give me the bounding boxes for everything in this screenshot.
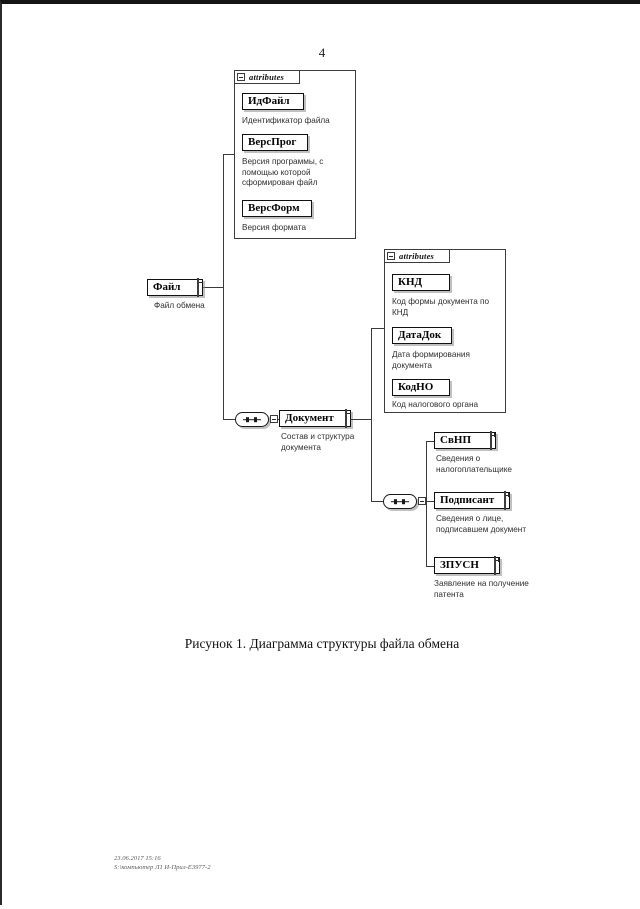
connector-root-out <box>202 287 224 288</box>
figure-caption: Рисунок 1. Диаграмма структуры файла обм… <box>184 636 460 651</box>
element-expander[interactable] <box>191 277 199 297</box>
minus-box-icon[interactable] <box>197 277 199 297</box>
connector-document-to-attributes <box>371 328 384 329</box>
element-node-podpisant[interactable]: Подписант <box>434 490 510 510</box>
connector-document-out <box>350 419 372 420</box>
footer-path: S:\компьютер Л1 И-Прил-Е3977-2 <box>114 864 211 871</box>
element-node-svnp[interactable]: СвНП <box>434 430 496 450</box>
sequence-port-root[interactable] <box>270 415 278 423</box>
attributes-tab-label: attributes <box>249 72 285 82</box>
minus-box-icon[interactable] <box>345 408 347 428</box>
attribute-caption-versform: Версия формата <box>242 223 307 232</box>
page-number: 4 <box>318 45 326 60</box>
element-name: Файл <box>153 281 181 293</box>
sequence-compositor-icon <box>391 499 409 504</box>
plus-box-icon[interactable] <box>494 555 496 575</box>
attribute-name: ВерсПрог <box>248 136 297 148</box>
attribute-node-datadok[interactable]: ДатаДок <box>392 327 452 344</box>
plus-box-icon[interactable] <box>504 490 506 510</box>
xsd-structure-diagram: attributes ИдФайл Идентификатор файла Ве… <box>2 4 640 909</box>
element-expander[interactable] <box>498 490 506 510</box>
connector-children-spine <box>426 441 427 566</box>
attribute-node-idfail[interactable]: ИдФайл <box>242 93 304 110</box>
element-caption-podpisant: Сведения о лице, подписавшем документ <box>436 514 527 534</box>
sequence-compositor-document[interactable] <box>383 494 417 509</box>
element-expander[interactable] <box>484 430 492 450</box>
sequence-compositor-icon <box>243 417 261 422</box>
connector-root-to-sequence <box>223 419 235 420</box>
element-caption-fail: Файл обмена <box>154 301 205 310</box>
element-caption-zpusn: Заявление на получение патента <box>434 579 529 599</box>
document-attributes-tab[interactable]: attributes <box>384 249 450 263</box>
footer-timestamp: 23.06.2017 15:16 <box>114 855 161 862</box>
connector-spine-to-svnp <box>426 441 435 442</box>
element-name: ЗПУСН <box>440 559 479 571</box>
attribute-name: ДатаДок <box>398 329 442 341</box>
attribute-caption-versprog: Версия программы, с помощью которой сфор… <box>242 157 324 187</box>
element-name: СвНП <box>440 434 471 446</box>
minus-box-icon[interactable] <box>237 73 245 81</box>
element-expander[interactable] <box>488 555 496 575</box>
element-node-fail[interactable]: Файл <box>147 277 203 297</box>
connector-root-trunk <box>223 154 224 419</box>
attribute-name: КНД <box>398 276 423 288</box>
sequence-port-document[interactable] <box>418 497 426 505</box>
attribute-node-versprog[interactable]: ВерсПрог <box>242 134 308 151</box>
plus-box-icon[interactable] <box>490 430 492 450</box>
connector-spine-to-podpisant <box>426 501 435 502</box>
connector-spine-to-zpusn <box>426 566 435 567</box>
connector-document-trunk <box>371 328 372 501</box>
element-name: Подписант <box>440 494 495 506</box>
attributes-tab-label: attributes <box>399 251 435 261</box>
attribute-node-kodno[interactable]: КодНО <box>392 379 450 396</box>
connector-root-to-attributes <box>223 154 234 155</box>
element-caption-svnp: Сведения о налогоплательщике <box>436 454 512 474</box>
attribute-node-knd[interactable]: КНД <box>392 274 450 291</box>
attribute-name: ВерсФорм <box>248 202 300 214</box>
element-name: Документ <box>285 412 334 424</box>
attribute-caption-datadok: Дата формирования документа <box>392 350 470 370</box>
element-expander[interactable] <box>339 408 347 428</box>
footer-block: 23.06.2017 15:16 S:\компьютер Л1 И-Прил-… <box>114 854 211 872</box>
attribute-caption-idfail: Идентификатор файла <box>242 116 330 125</box>
attribute-caption-knd: Код формы документа по КНД <box>392 297 490 317</box>
element-node-zpusn[interactable]: ЗПУСН <box>434 555 500 575</box>
element-caption-dokument: Состав и структура документа <box>281 432 355 452</box>
sequence-compositor-root[interactable] <box>235 412 269 427</box>
attribute-name: ИдФайл <box>248 95 290 107</box>
element-node-dokument[interactable]: Документ <box>279 408 351 428</box>
attribute-name: КодНО <box>398 381 434 393</box>
root-attributes-tab[interactable]: attributes <box>234 70 300 84</box>
attribute-caption-kodno: Код налогового органа <box>392 400 479 409</box>
attribute-node-versform[interactable]: ВерсФорм <box>242 200 312 217</box>
minus-box-icon[interactable] <box>387 252 395 260</box>
connector-document-to-sequence <box>371 501 383 502</box>
